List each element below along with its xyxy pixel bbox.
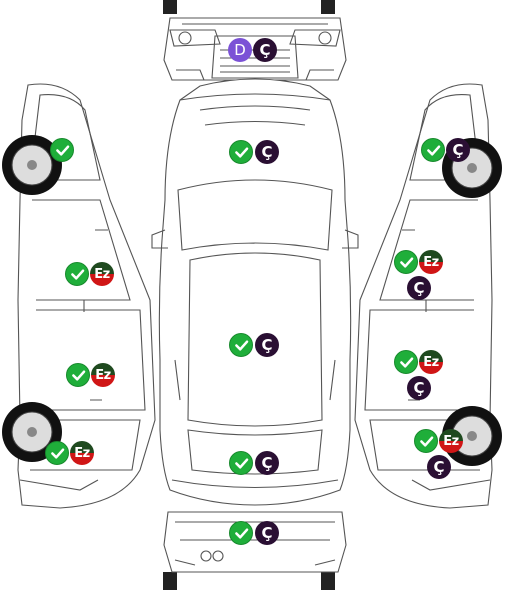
check-mark-icon	[399, 356, 413, 368]
right-rear-door-ok-badge	[394, 350, 418, 374]
left-side-view	[17, 83, 156, 509]
check-mark-icon	[419, 435, 433, 447]
check-mark-icon	[399, 256, 413, 268]
check-mark-icon	[234, 339, 248, 351]
right-rear-door-ez-badge: Ez	[419, 350, 443, 374]
check-mark-icon	[234, 457, 248, 469]
roof-ok-badge	[229, 333, 253, 357]
front-d-badge: D	[228, 38, 252, 62]
right-front-door-c-badge: Ç	[407, 276, 431, 300]
rear-bumper-c-badge: Ç	[255, 521, 279, 545]
right-rear-fender-ok-badge	[414, 429, 438, 453]
left-rear-door-ez-badge: Ez	[91, 363, 115, 387]
right-front-fender-ok-badge	[421, 138, 445, 162]
right-rear-fender-ez-badge: Ez	[439, 429, 463, 453]
left-rear-fender-ok-badge	[45, 441, 69, 465]
check-mark-icon	[55, 144, 69, 156]
check-mark-icon	[426, 144, 440, 156]
top-view	[151, 78, 359, 506]
hood-c-badge: Ç	[255, 140, 279, 164]
left-front-door-ez-badge: Ez	[90, 262, 114, 286]
trunk-c-badge: Ç	[255, 451, 279, 475]
left-wheels	[2, 135, 62, 462]
rear-view	[163, 511, 347, 590]
check-mark-icon	[50, 447, 64, 459]
right-front-door-ok-badge	[394, 250, 418, 274]
left-front-fender-ok-badge	[50, 138, 74, 162]
right-front-door-ez-badge: Ez	[419, 250, 443, 274]
roof-c-badge: Ç	[255, 333, 279, 357]
trunk-ok-badge	[229, 451, 253, 475]
rear-bumper-ok-badge	[229, 521, 253, 545]
check-mark-icon	[71, 369, 85, 381]
check-mark-icon	[70, 268, 84, 280]
front-view	[163, 0, 347, 81]
right-rear-fender-c-badge: Ç	[427, 455, 451, 479]
check-mark-icon	[234, 146, 248, 158]
left-rear-fender-ez-badge: Ez	[70, 441, 94, 465]
right-rear-door-c-badge: Ç	[407, 376, 431, 400]
left-rear-door-ok-badge	[66, 363, 90, 387]
left-front-door-ok-badge	[65, 262, 89, 286]
front-c-badge: Ç	[253, 38, 277, 62]
right-front-fender-c-badge: Ç	[446, 138, 470, 162]
check-mark-icon	[234, 527, 248, 539]
hood-ok-badge	[229, 140, 253, 164]
